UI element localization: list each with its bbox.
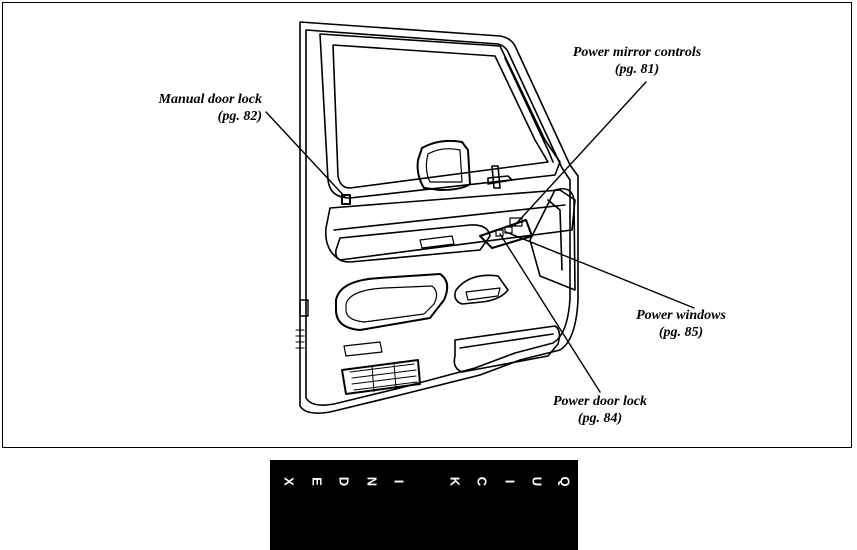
callout-power-windows: Power windows (pg. 85) [606,307,756,341]
quick-index-letter: Q [557,475,573,487]
door-inner-edge [305,29,571,406]
callout-power-door-lock: Power door lock (pg. 84) [520,393,680,427]
leader-power-door-lock [499,233,601,393]
window-pillar [504,57,554,163]
door-edge-trim [529,187,576,291]
figure-frame [2,2,852,448]
window-post [491,165,501,189]
quick-index-tab[interactable]: Q U I C K I N D E X [270,460,578,550]
callout-power-windows-page: (pg. 85) [658,325,704,340]
quick-index-letter: U [529,476,545,486]
quick-index-letter: I [391,479,407,483]
leader-manual-door-lock [265,111,347,199]
map-pocket [453,325,561,373]
door-hinge [299,299,309,317]
door-outer-edge [299,21,579,414]
callout-manual-door-lock-page: (pg. 82) [217,109,262,124]
quick-index-letter: N [364,476,380,486]
leader-power-mirror [513,81,647,227]
callout-power-mirror-controls-page: (pg. 81) [614,62,660,77]
side-mirror [416,139,471,191]
callout-power-door-lock-label: Power door lock [552,394,648,409]
callout-power-mirror-controls: Power mirror controls (pg. 81) [552,44,722,78]
quick-index-letter: I [502,479,518,483]
quick-index-letter: X [281,476,297,486]
quick-index-letter: D [336,476,352,486]
quick-index-letters: Q U I C K I N D E X [281,474,573,488]
lock-knob [341,194,351,205]
quick-index-letter: K [447,476,463,486]
reflector [343,341,383,357]
callout-power-door-lock-page: (pg. 84) [577,411,623,426]
callout-manual-door-lock: Manual door lock (pg. 82) [100,91,262,125]
window-frame-inner [332,44,549,189]
speaker-grille [341,359,421,395]
door-pull [335,273,449,331]
callout-manual-door-lock-label: Manual door lock [158,92,262,107]
armrest-top [334,224,491,263]
door-release [454,274,509,305]
leader-power-windows [505,231,695,309]
callout-power-mirror-controls-label: Power mirror controls [572,45,702,60]
quick-index-letter: E [309,476,325,486]
quick-index-letter: C [474,476,490,486]
callout-power-windows-label: Power windows [636,308,726,323]
door-illustration [265,21,695,414]
